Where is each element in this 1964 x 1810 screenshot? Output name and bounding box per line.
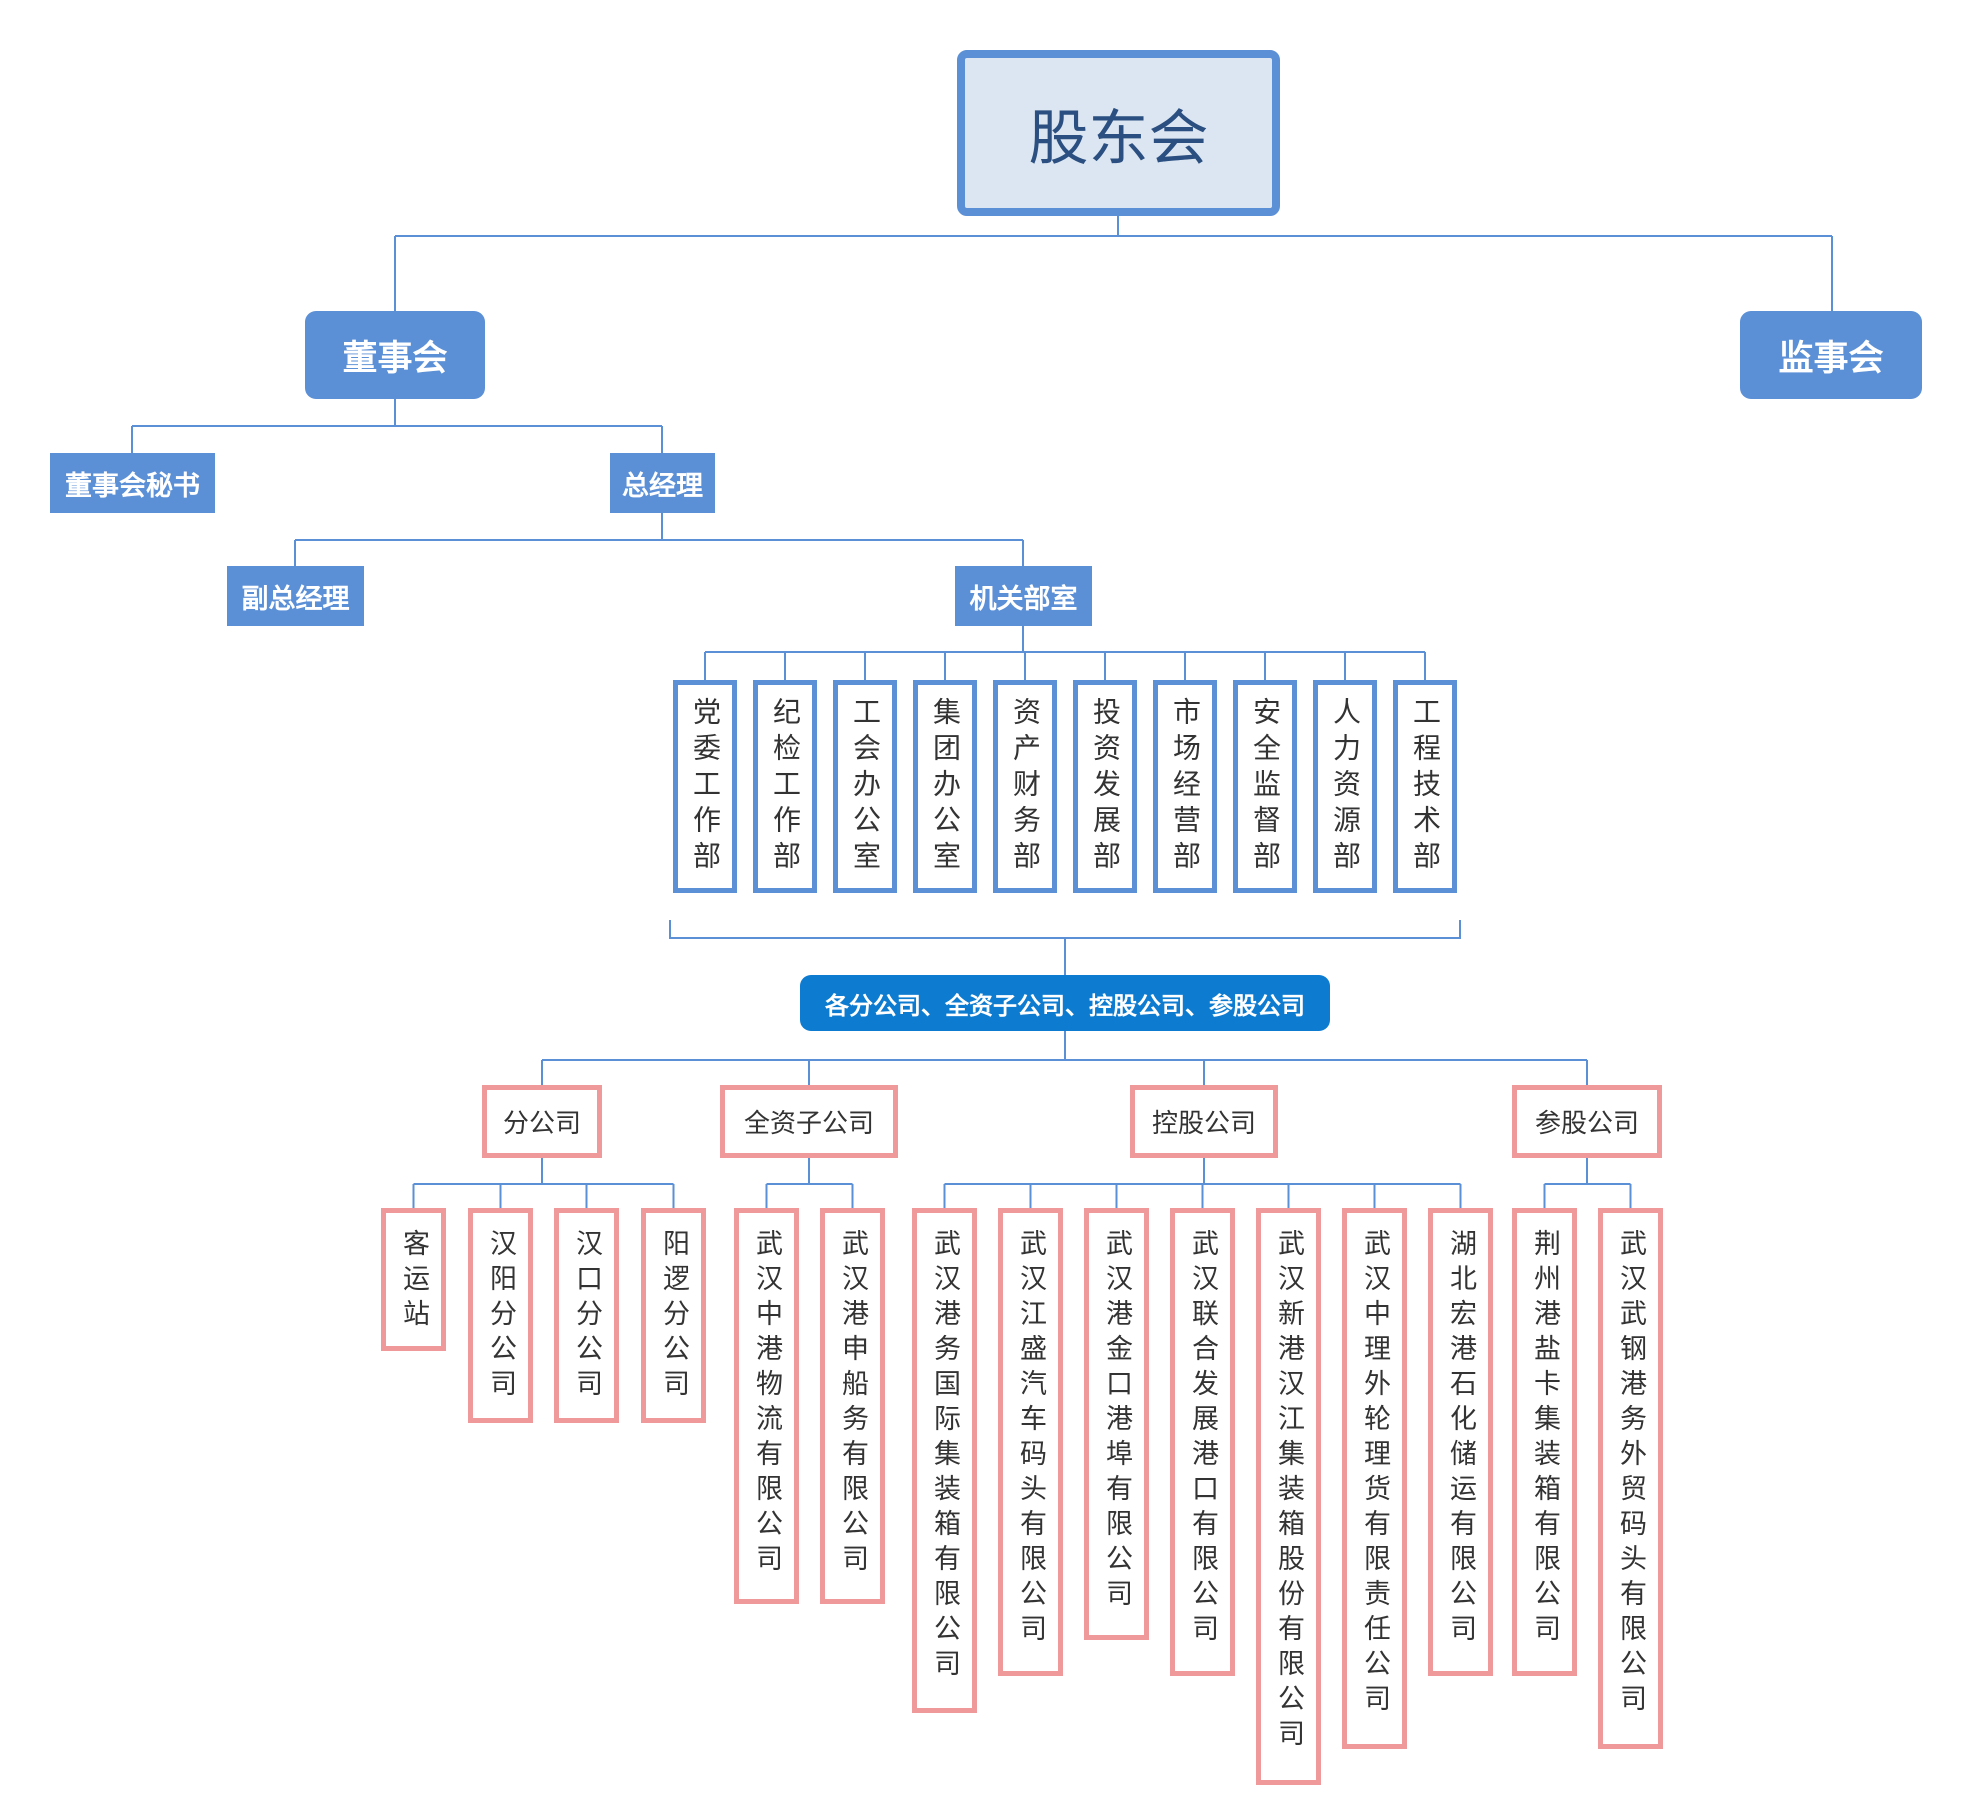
deputy-general-manager-label: 副总经理 xyxy=(241,583,350,615)
departments-head-label: 机关部室 xyxy=(969,583,1078,615)
company-name-label: 汉口分公司 xyxy=(571,1229,602,1404)
company-box: 客运站 xyxy=(381,1208,446,1351)
deputy-general-manager-node: 副总经理 xyxy=(227,566,364,626)
connector-category-to-companies xyxy=(1543,1158,1632,1208)
company-name-label: 武汉港金口港埠有限公司 xyxy=(1101,1229,1132,1614)
company-name-label: 荆州港盐卡集装箱有限公司 xyxy=(1529,1229,1560,1649)
company-box: 武汉港金口港埠有限公司 xyxy=(1084,1208,1149,1640)
departments-head-node: 机关部室 xyxy=(955,566,1092,626)
company-box: 湖北宏港石化储运有限公司 xyxy=(1428,1208,1493,1676)
board-secretary-label: 董事会秘书 xyxy=(65,470,200,502)
department-label: 集团办公室 xyxy=(929,696,962,877)
board-of-directors-node: 董事会 xyxy=(305,311,485,399)
department-label: 工程技术部 xyxy=(1409,696,1442,877)
company-box: 武汉港申船务有限公司 xyxy=(820,1208,885,1604)
department-label: 人力资源部 xyxy=(1329,696,1362,877)
connector-board-to-officers xyxy=(131,399,663,453)
company-box: 武汉中港物流有限公司 xyxy=(734,1208,799,1604)
connector-gm-to-departments-head xyxy=(294,513,1024,566)
company-category-label: 分公司 xyxy=(502,1109,581,1139)
company-name-label: 武汉港务国际集装箱有限公司 xyxy=(929,1229,960,1684)
board-of-supervisors-label: 监事会 xyxy=(1778,338,1884,379)
department-box: 纪检工作部 xyxy=(753,680,817,893)
company-box: 汉口分公司 xyxy=(554,1208,619,1423)
company-name-label: 武汉江盛汽车码头有限公司 xyxy=(1015,1229,1046,1649)
company-category-label: 控股公司 xyxy=(1151,1109,1256,1139)
company-category-box: 控股公司 xyxy=(1130,1085,1278,1158)
department-box: 党委工作部 xyxy=(673,680,737,893)
shareholders-meeting-label: 股东会 xyxy=(1028,103,1209,174)
company-name-label: 武汉武钢港务外贸码头有限公司 xyxy=(1615,1229,1646,1719)
company-category-box: 全资子公司 xyxy=(720,1085,898,1158)
department-box: 集团办公室 xyxy=(913,680,977,893)
department-label: 纪检工作部 xyxy=(769,696,802,877)
company-name-label: 武汉港申船务有限公司 xyxy=(837,1229,868,1579)
department-label: 党委工作部 xyxy=(689,696,722,877)
shareholders-meeting-node: 股东会 xyxy=(957,50,1280,216)
company-box: 阳逻分公司 xyxy=(641,1208,706,1423)
company-category-label: 全资子公司 xyxy=(743,1109,874,1139)
company-box: 武汉港务国际集装箱有限公司 xyxy=(912,1208,977,1713)
company-name-label: 汉阳分公司 xyxy=(485,1229,516,1404)
company-name-label: 客运站 xyxy=(398,1229,429,1334)
company-box: 武汉新港汉江集装箱股份有限公司 xyxy=(1256,1208,1321,1785)
connector-category-to-companies xyxy=(943,1158,1462,1208)
connector-root-to-boards xyxy=(394,216,1833,311)
company-name-label: 武汉新港汉江集装箱股份有限公司 xyxy=(1273,1229,1304,1754)
department-box: 资产财务部 xyxy=(993,680,1057,893)
general-manager-label: 总经理 xyxy=(622,470,703,502)
company-box: 荆州港盐卡集装箱有限公司 xyxy=(1512,1208,1577,1676)
department-box: 工程技术部 xyxy=(1393,680,1457,893)
department-box: 投资发展部 xyxy=(1073,680,1137,893)
company-name-label: 武汉中港物流有限公司 xyxy=(751,1229,782,1579)
company-category-box: 参股公司 xyxy=(1512,1085,1662,1158)
department-label: 安全监督部 xyxy=(1249,696,1282,877)
company-name-label: 武汉联合发展港口有限公司 xyxy=(1187,1229,1218,1649)
companies-overview-band: 各分公司、全资子公司、控股公司、参股公司 xyxy=(800,975,1330,1031)
connector-category-to-companies xyxy=(765,1158,854,1208)
company-category-box: 分公司 xyxy=(482,1085,602,1158)
connector-departments-brace xyxy=(669,920,1461,975)
company-box: 武汉联合发展港口有限公司 xyxy=(1170,1208,1235,1676)
board-secretary-node: 董事会秘书 xyxy=(50,453,215,513)
department-label: 工会办公室 xyxy=(849,696,882,877)
board-of-directors-label: 董事会 xyxy=(342,338,448,379)
company-box: 武汉中理外轮理货有限责任公司 xyxy=(1342,1208,1407,1749)
company-name-label: 武汉中理外轮理货有限责任公司 xyxy=(1359,1229,1390,1719)
general-manager-node: 总经理 xyxy=(610,453,715,513)
company-name-label: 阳逻分公司 xyxy=(658,1229,689,1404)
board-of-supervisors-node: 监事会 xyxy=(1740,311,1922,399)
connector-departments xyxy=(704,626,1426,680)
company-name-label: 湖北宏港石化储运有限公司 xyxy=(1445,1229,1476,1649)
connector-band-to-categories xyxy=(541,1031,1588,1085)
department-label: 市场经营部 xyxy=(1169,696,1202,877)
department-box: 安全监督部 xyxy=(1233,680,1297,893)
department-label: 资产财务部 xyxy=(1009,696,1042,877)
department-box: 人力资源部 xyxy=(1313,680,1377,893)
companies-overview-label: 各分公司、全资子公司、控股公司、参股公司 xyxy=(825,991,1305,1020)
company-category-label: 参股公司 xyxy=(1534,1109,1639,1139)
connector-category-to-companies xyxy=(412,1158,675,1208)
company-box: 武汉江盛汽车码头有限公司 xyxy=(998,1208,1063,1676)
company-box: 武汉武钢港务外贸码头有限公司 xyxy=(1598,1208,1663,1749)
department-box: 市场经营部 xyxy=(1153,680,1217,893)
department-label: 投资发展部 xyxy=(1089,696,1122,877)
company-box: 汉阳分公司 xyxy=(468,1208,533,1423)
department-box: 工会办公室 xyxy=(833,680,897,893)
